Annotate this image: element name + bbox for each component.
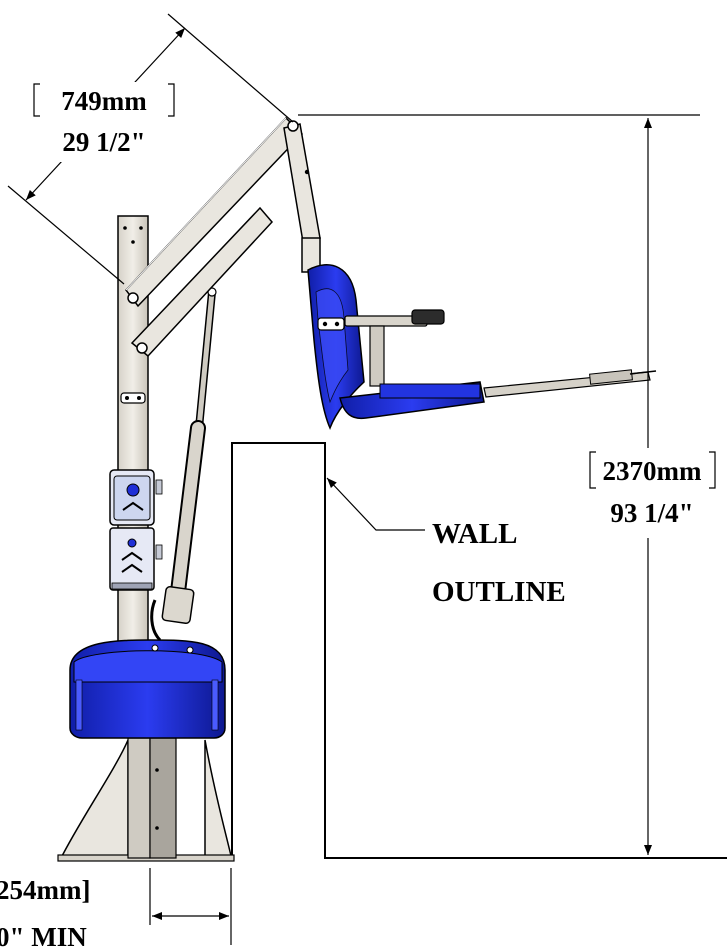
- dimension-arm-reach: 749mm 29 1/2": [7, 13, 294, 285]
- total-height-imperial-label: 93 1/4": [610, 498, 693, 528]
- wall-clearance-metric-label: 254mm]: [0, 875, 90, 905]
- seat-assembly: [307, 264, 657, 430]
- dimension-total-height: 2370mm 93 1/4": [298, 114, 718, 855]
- wall-outline-label-line2: OUTLINE: [432, 576, 566, 608]
- lift-arms: [125, 116, 321, 358]
- total-height-metric-label: 2370mm: [603, 456, 702, 486]
- wall-outline-callout: WALL OUTLINE: [326, 477, 566, 608]
- wall-outline: [231, 442, 727, 861]
- wall-clearance-imperial-label: 0" MIN: [0, 922, 87, 949]
- arm-reach-imperial-label: 29 1/2": [62, 127, 145, 157]
- wall-outline-label-line1: WALL: [432, 518, 517, 550]
- actuator: [150, 287, 217, 642]
- control-box: [109, 469, 163, 591]
- anchor-base: [57, 737, 235, 862]
- base-drum: [69, 639, 226, 739]
- dimension-wall-clearance: 254mm] 0" MIN: [0, 868, 232, 949]
- arm-reach-metric-label: 749mm: [61, 86, 147, 116]
